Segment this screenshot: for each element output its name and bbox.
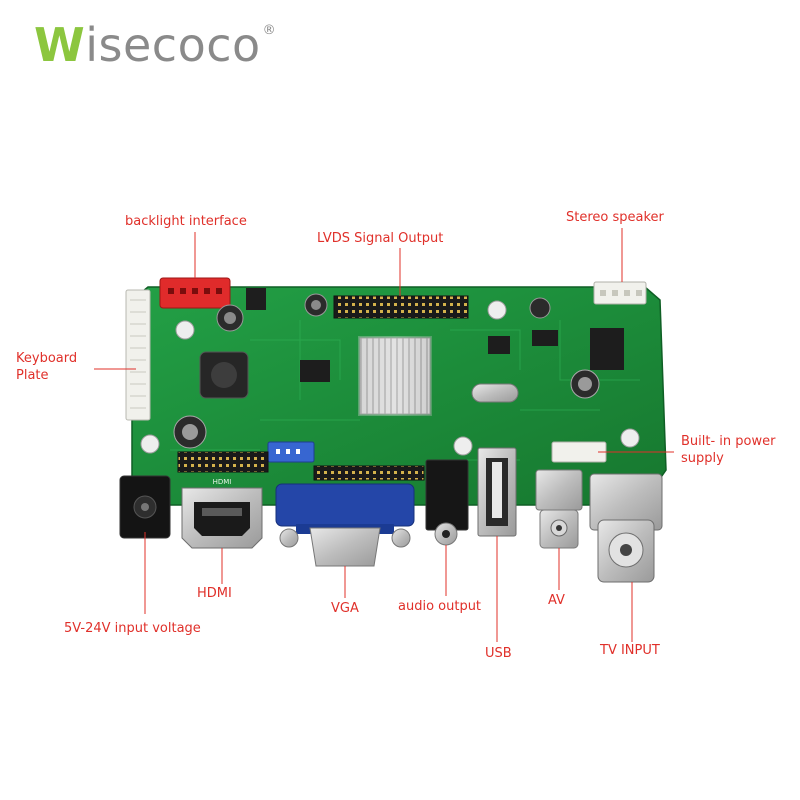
brand-rest: isecoco <box>85 18 261 72</box>
keyboard-connector-pins <box>130 299 146 409</box>
brand-initial: W <box>34 18 86 72</box>
integrated-circuits <box>300 328 624 382</box>
blue-connector <box>267 441 315 463</box>
stereo-speaker-connector <box>593 281 647 305</box>
label-input-voltage: 5V-24V input voltage <box>64 621 201 636</box>
keyboard-connector <box>125 289 151 421</box>
label-audio-output: audio output <box>398 599 482 614</box>
vga-shell <box>309 527 381 567</box>
registered-mark: ® <box>262 23 277 38</box>
power-supply-connector <box>551 441 607 463</box>
vga-port <box>275 483 415 527</box>
audio-jack <box>425 459 469 531</box>
label-hdmi: HDMI <box>197 586 232 601</box>
label-lvds-signal-output: LVDS Signal Output <box>317 231 444 246</box>
jumper-block <box>246 288 266 310</box>
label-usb: USB <box>485 646 512 661</box>
pin-header-left <box>177 451 269 473</box>
label-stereo-speaker: Stereo speaker <box>566 210 664 225</box>
stereo-speaker-pins <box>600 290 642 296</box>
av-jack <box>535 469 583 511</box>
label-keyboard-plate: Keyboard Plate <box>16 351 78 383</box>
hdmi-silkscreen: HDMI <box>213 478 232 486</box>
callout-leaders <box>94 228 674 642</box>
pcb-traces <box>170 320 640 461</box>
label-tv-input: TV INPUT <box>600 643 660 658</box>
mounting-holes <box>140 300 640 456</box>
crystal-oscillator <box>471 383 519 403</box>
label-built-in-power-supply: Built- in power supply <box>681 434 776 466</box>
brand-logo: Wisecoco® <box>34 22 277 68</box>
label-backlight-interface: backlight interface <box>125 214 247 229</box>
label-av: AV <box>548 593 565 608</box>
pin-header-mid <box>313 465 425 481</box>
backlight-connector-pins <box>168 288 222 294</box>
capacitors <box>173 293 600 449</box>
label-vga: VGA <box>331 601 359 616</box>
lvds-header <box>333 295 469 319</box>
